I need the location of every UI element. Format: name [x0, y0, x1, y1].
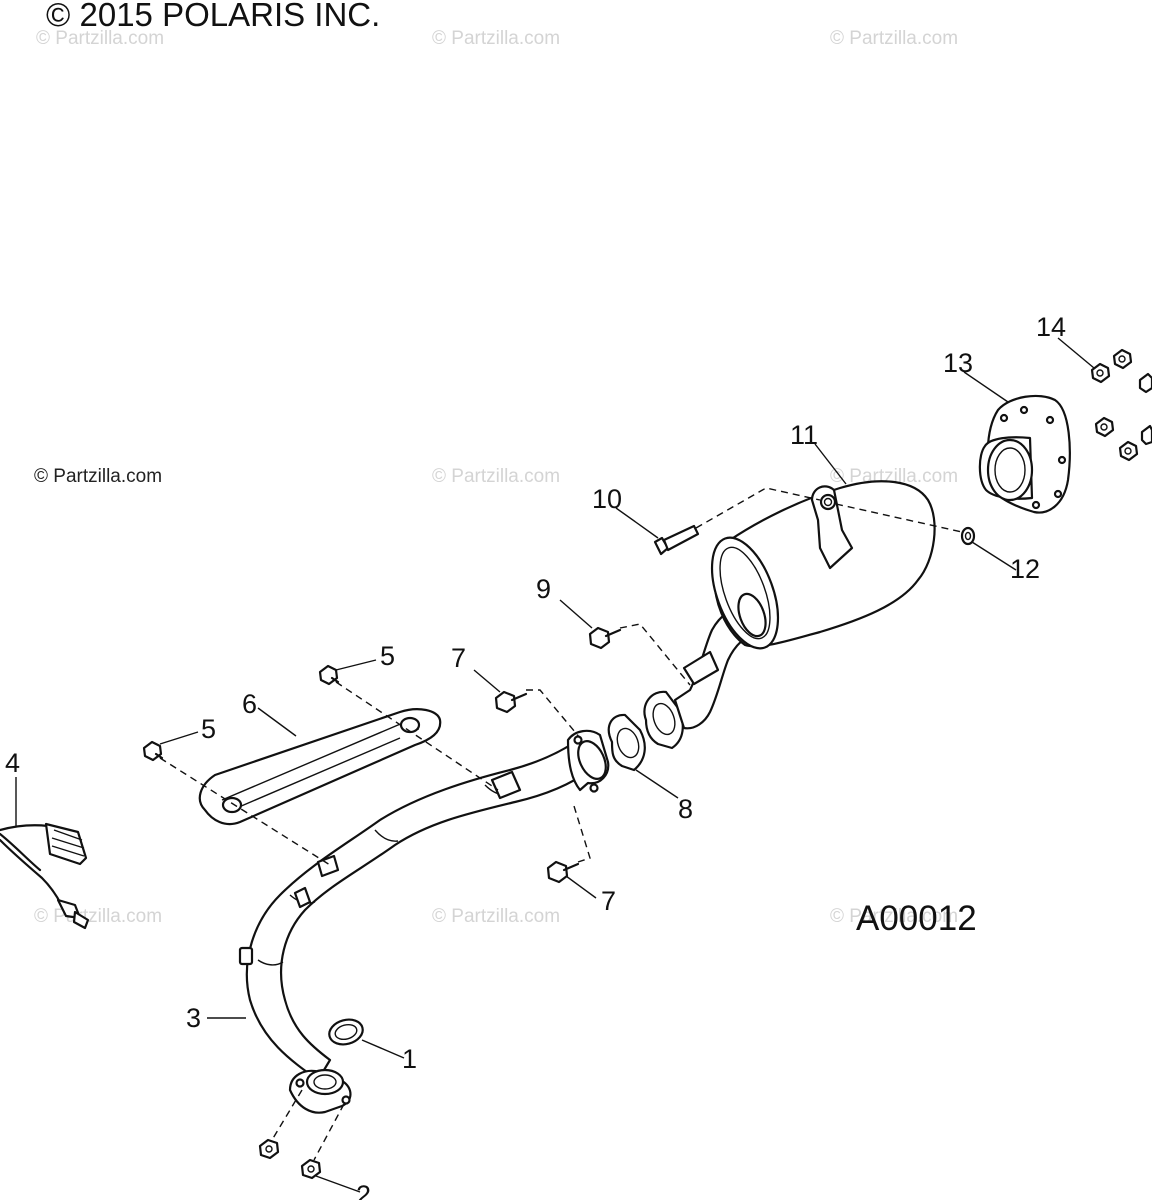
flange-gasket: [607, 713, 646, 772]
bolt: [546, 860, 580, 884]
callout-11: 11: [790, 420, 818, 450]
oxygen-sensor: [0, 822, 90, 930]
screw: [1118, 440, 1139, 462]
callout-1: 1: [402, 1044, 417, 1074]
bolt: [588, 626, 622, 650]
watermark: © Partzilla.com: [830, 906, 958, 927]
nut: [300, 1158, 322, 1180]
callout-14: 14: [1036, 312, 1066, 342]
watermark: © Partzilla.com: [432, 906, 560, 927]
callout-12: 12: [1010, 554, 1040, 584]
diagram-id: A00012: [856, 899, 977, 938]
screw: [1140, 424, 1152, 446]
callout-10: 10: [592, 484, 622, 514]
watermark: © Partzilla.com: [830, 28, 958, 49]
callout-5-lower: 5: [201, 714, 216, 744]
nut: [258, 1138, 280, 1160]
bolt: [653, 524, 700, 556]
screw: [142, 740, 164, 762]
screw: [1138, 372, 1152, 394]
callout-8: 8: [678, 794, 693, 824]
screw: [1090, 362, 1111, 384]
washer: [960, 526, 976, 546]
screw: [318, 664, 340, 686]
callout-2: 2: [356, 1180, 371, 1200]
callout-4: 4: [5, 748, 20, 778]
watermark: © Partzilla.com: [432, 466, 560, 487]
exhaust-gasket-ring: [328, 1018, 364, 1046]
head-pipe: [238, 729, 610, 1114]
callout-7-lower: 7: [601, 886, 616, 916]
callout-7-upper: 7: [451, 643, 466, 673]
bolt: [494, 690, 528, 714]
muffler: [710, 480, 936, 650]
watermark: © Partzilla.com: [432, 28, 560, 49]
flange-gasket: [643, 690, 684, 750]
callout-3: 3: [186, 1003, 201, 1033]
callout-9: 9: [536, 574, 551, 604]
spark-arrestor-cap: [978, 394, 1071, 514]
screw: [1094, 416, 1115, 438]
watermark: © Partzilla.com: [36, 28, 164, 49]
screw: [1112, 348, 1133, 370]
watermark: © Partzilla.com: [34, 466, 162, 487]
watermark: © Partzilla.com: [34, 906, 162, 927]
callout-13: 13: [943, 348, 973, 378]
callout-5-upper: 5: [380, 641, 395, 671]
callout-6: 6: [242, 689, 257, 719]
copyright-text: © 2015 POLARIS INC.: [46, 0, 380, 33]
